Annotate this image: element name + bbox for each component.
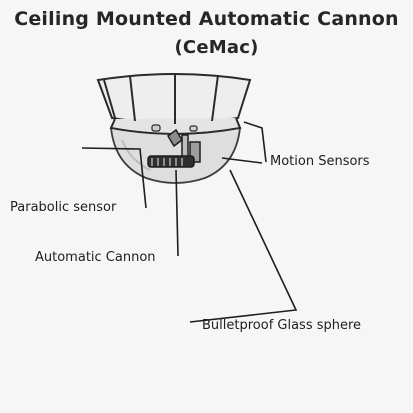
label-parabolic-sensor: Parabolic sensor — [10, 200, 117, 215]
ceiling-mount — [96, 73, 252, 135]
motion-sensors-leader-lower — [221, 157, 263, 164]
diagram-subtitle: (CeMac) — [174, 37, 259, 58]
motion-sensors — [151, 124, 198, 132]
motion-sensors-leader-upper — [243, 121, 267, 163]
glass-sphere-leader — [189, 169, 298, 323]
automatic-cannon — [147, 128, 201, 168]
label-motion-sensors: Motion Sensors — [270, 154, 370, 169]
parabolic-sensor-leader — [81, 147, 147, 209]
automatic-cannon-leader — [175, 169, 179, 257]
diagram-title: Ceiling Mounted Automatic Cannon — [14, 8, 399, 30]
label-glass-sphere: Bulletproof Glass sphere — [202, 318, 362, 333]
label-automatic-cannon: Automatic Cannon — [35, 250, 156, 265]
leader-lines — [81, 121, 298, 323]
